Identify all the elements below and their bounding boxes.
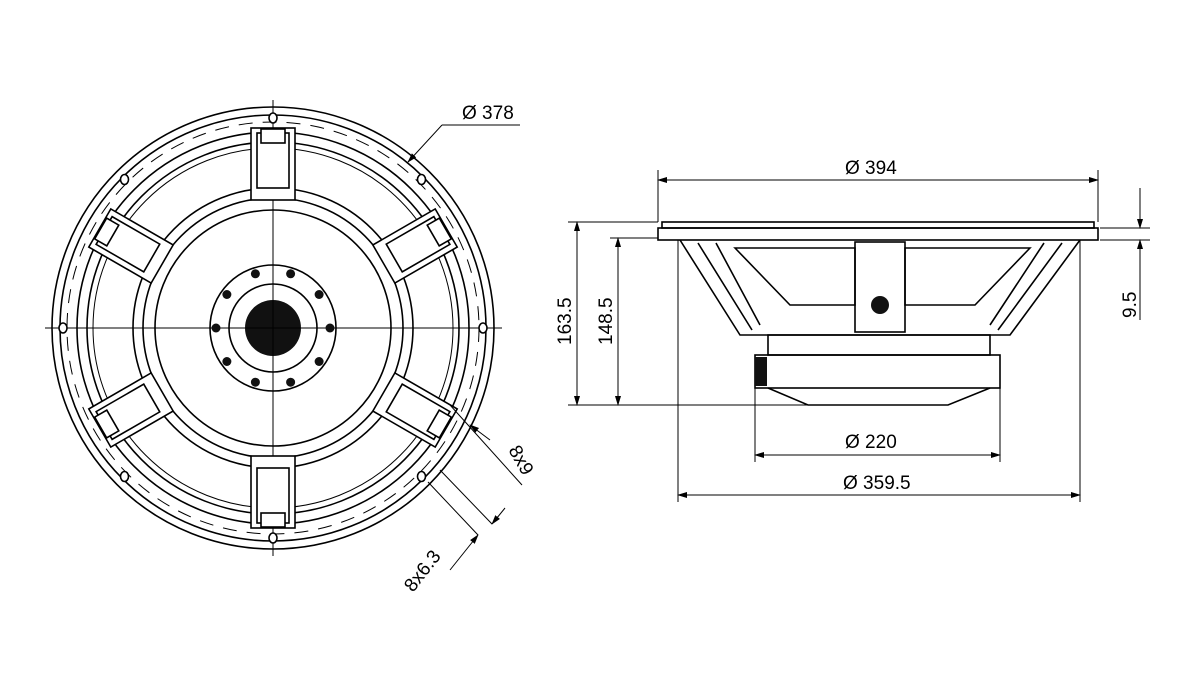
label-flange-diameter: Ø 394 [845, 158, 897, 179]
plate-bolt [250, 269, 260, 279]
spoke-part [426, 217, 453, 247]
label-total-depth: 163.5 [555, 297, 576, 345]
mounting-hole [58, 322, 68, 334]
label-slot-1: 8x9 [504, 442, 538, 479]
plate-bolt [211, 323, 221, 333]
spoke-part [93, 217, 120, 247]
plate-bolt [250, 377, 260, 387]
frame-spoke [87, 371, 175, 449]
magnet [754, 354, 1001, 389]
frame-spoke [250, 127, 296, 201]
label-slot-2: 8x6.3 [400, 547, 445, 597]
frame-spoke [250, 455, 296, 529]
plate-bolt [222, 289, 232, 299]
dimensions [407, 124, 1150, 571]
plate-bolt [314, 289, 324, 299]
label-basket-depth: 148.5 [596, 297, 617, 345]
front-view [45, 100, 502, 556]
plate-bolt [325, 323, 335, 333]
spoke-part [93, 409, 120, 439]
label-outer-diameter: Ø 378 [462, 103, 514, 124]
mounting-hole [268, 112, 278, 124]
spoke-part [260, 512, 286, 528]
mounting-hole [416, 470, 427, 483]
plate-bolt [222, 357, 232, 367]
flange [657, 227, 1099, 241]
mounting-hole [478, 322, 488, 334]
terminal [854, 241, 906, 333]
plate-bolt [314, 357, 324, 367]
spoke-part [426, 409, 453, 439]
side-view [657, 221, 1099, 406]
spoke-part [260, 128, 286, 144]
label-basket-diameter: Ø 359.5 [843, 473, 911, 494]
plate-bolt [286, 377, 296, 387]
frame-spoke [371, 371, 459, 449]
frame-spoke [371, 207, 459, 285]
mounting-hole [416, 173, 427, 186]
mounting-hole [119, 173, 130, 186]
mounting-hole [268, 532, 278, 544]
frame-spoke [87, 207, 175, 285]
plate-bolt [286, 269, 296, 279]
label-flange-thickness: 9.5 [1120, 292, 1141, 318]
mounting-hole [119, 470, 130, 483]
label-magnet-diameter: Ø 220 [845, 432, 897, 453]
